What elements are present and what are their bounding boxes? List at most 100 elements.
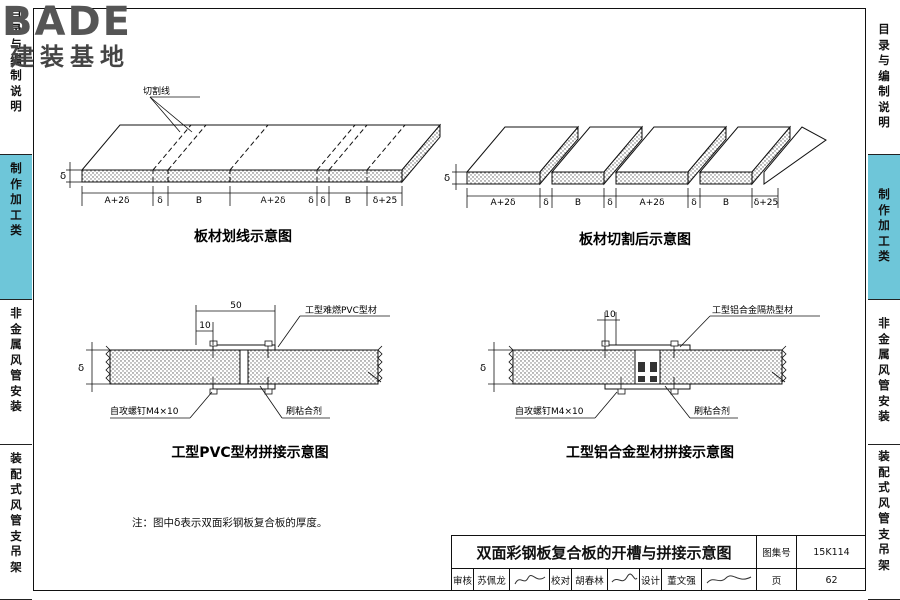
tab-char: 录: [878, 37, 890, 52]
tab-char: 金: [10, 321, 22, 336]
tab-char: 管: [878, 511, 890, 525]
fig2-caption: 板材切割后示意图: [579, 231, 691, 248]
fig4-caption: 工型铝合金型材拼接示意图: [566, 444, 734, 461]
review-name: 苏佩龙: [473, 568, 509, 591]
fig1-thickness: δ: [60, 171, 66, 182]
tab-label: 装配式风管支吊架: [10, 451, 22, 575]
tab-char: 目: [10, 6, 22, 20]
page-label: 页: [756, 568, 796, 591]
tab-char: 制: [878, 84, 890, 98]
tab-char: 装: [878, 409, 890, 423]
fig2-thickness: δ: [444, 173, 450, 184]
fig4-screws: [601, 340, 679, 395]
tab-char: 编: [10, 52, 22, 67]
fig4-thickness: δ: [480, 363, 486, 374]
tab-label: 目录与编制说明: [10, 6, 22, 115]
right-tab-nonmetal-duct[interactable]: 非金属风管安装: [868, 300, 900, 445]
tab-char: 风: [10, 497, 22, 512]
fig1-dim: δ+25: [373, 196, 398, 206]
tab-char: 与: [10, 37, 22, 51]
title-block: 双面彩钢板复合板的开槽与拼接示意图 图集号 15K114 审核 苏佩龙 校对 胡…: [451, 535, 866, 591]
tab-label: 制作加工类: [878, 187, 890, 265]
tab-char: 属: [878, 347, 890, 361]
tab-char: 架: [878, 557, 890, 572]
fig2-dim: δ: [543, 198, 549, 208]
tab-char: 制: [10, 68, 22, 82]
tab-char: 式: [878, 480, 890, 494]
fig4-profile-label: 工型铝合金隔热型材: [712, 304, 793, 316]
tab-char: 加: [878, 218, 890, 232]
tab-char: 说: [878, 99, 890, 114]
atlas-label: 图集号: [756, 535, 796, 568]
fig1-dim: δ: [157, 196, 163, 206]
fig3-caption: 工型PVC型材拼接示意图: [171, 444, 328, 461]
tab-char: 加: [10, 192, 22, 206]
fig1-board-marking: 切割线 δ A+2δ δ B δ A+2δ δ B δ+25: [60, 85, 442, 206]
logo-brand: BADE: [2, 0, 132, 45]
design-signature: [701, 568, 756, 591]
fig2-dim: δ+25: [754, 198, 779, 208]
fig3-profile-label: 工型难燃PVC型材: [305, 304, 377, 316]
left-tab-contents[interactable]: 目录与编制说明: [0, 0, 32, 155]
review-signature: [509, 568, 549, 591]
drawing-frame: [33, 8, 866, 591]
tab-char: 目: [878, 22, 890, 36]
fig1-dim: B: [196, 196, 202, 206]
tab-char: 风: [878, 495, 890, 510]
check-signature: [607, 568, 639, 591]
tab-char: 管: [878, 378, 890, 392]
page-number: 62: [796, 568, 866, 591]
tab-char: 金: [878, 331, 890, 346]
tab-char: 工: [10, 207, 22, 222]
tab-char: 类: [10, 223, 22, 237]
fig1-caption: 板材划线示意图: [194, 228, 292, 245]
left-tab-fabrication[interactable]: 制作加工类: [0, 155, 32, 300]
fig1-cut-line-label: 切割线: [143, 85, 170, 97]
tab-char: 明: [10, 99, 22, 113]
fig3-screw-label: 自攻螺钉M4×10: [110, 405, 179, 417]
tab-char: 与: [878, 53, 890, 67]
design-label: 设计: [639, 568, 661, 591]
tab-char: 工: [878, 233, 890, 248]
fig2-board-cut: δ A+2δ δ B δ A+2δ δ B δ+25: [444, 125, 827, 208]
signature-image: [706, 575, 752, 584]
tab-char: 安: [878, 393, 890, 408]
tab-char: 说: [10, 83, 22, 98]
fig1-dim: δ: [320, 196, 326, 206]
tab-char: 装: [878, 449, 890, 463]
atlas-number: 15K114: [796, 535, 866, 568]
tab-char: 管: [10, 513, 22, 527]
right-nav: 目录与编制说明 制作加工类 非金属风管安装 装配式风管支吊架: [868, 0, 900, 600]
fig1-dim: B: [345, 196, 351, 206]
tab-char: 支: [10, 528, 22, 543]
right-tab-contents[interactable]: 目录与编制说明: [868, 0, 900, 155]
left-nav: 目录与编制说明 制作加工类 非金属风管安装 装配式风管支吊架: [0, 0, 32, 600]
tab-char: 制: [10, 161, 22, 175]
signature-image: [611, 573, 637, 583]
right-tab-fabrication[interactable]: 制作加工类: [868, 155, 900, 300]
tab-label: 非金属风管安装: [10, 306, 22, 415]
tab-char: 编: [878, 68, 890, 83]
fig4-aluminum-joint: δ 10 工型铝合金隔热型材 自攻螺钉M4×10 刷粘合剂: [480, 304, 820, 419]
check-name: 胡春林: [571, 568, 607, 591]
fig1-cut-lines: [152, 124, 406, 182]
tab-char: 安: [10, 383, 22, 398]
tab-char: 作: [878, 202, 890, 217]
fig2-dim: A+2δ: [491, 198, 516, 208]
tab-char: 吊: [878, 542, 890, 556]
tab-label: 目录与编制说明: [878, 22, 890, 131]
tab-char: 属: [10, 337, 22, 351]
fig3-dim-10: 10: [199, 321, 211, 331]
fig4-screw-label: 自攻螺钉M4×10: [515, 405, 584, 417]
fig2-dim: A+2δ: [640, 198, 665, 208]
tab-char: 风: [878, 362, 890, 377]
fig2-dim: δ: [691, 198, 697, 208]
fig3-screws: [209, 340, 273, 395]
fig2-dim: δ: [607, 198, 613, 208]
fig4-glue-label: 刷粘合剂: [694, 405, 730, 417]
design-name: 董文强: [661, 568, 701, 591]
tab-char: 装: [10, 399, 22, 413]
fig3-pvc-joint: δ 50 10 工型难燃PVC型材 自攻螺钉M4×10 刷粘合剂: [78, 301, 390, 419]
left-tab-nonmetal-duct[interactable]: 非金属风管安装: [0, 300, 32, 445]
